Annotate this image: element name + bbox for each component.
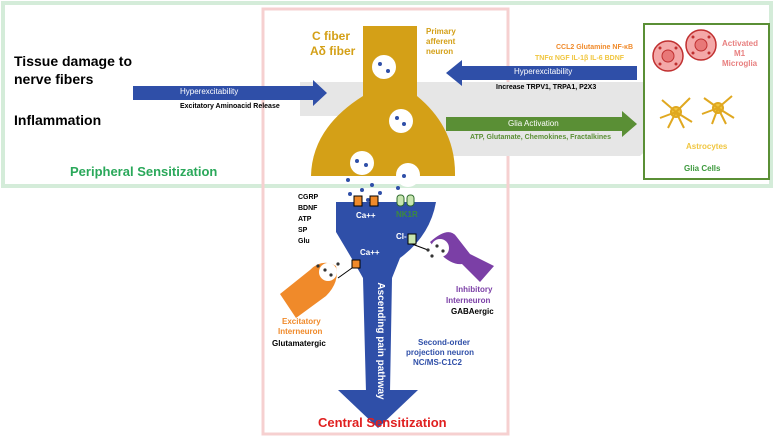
second-order-neuron [336,202,436,392]
nk1r-receptor [396,194,405,207]
cytokines-label-2: TNFα NGF IL-1β IL-6 BDNF [535,55,625,62]
nk1r-receptor [406,194,415,207]
ascending-pain-pathway-label: Ascending pain pathway [375,282,386,400]
hyperexcitability-right-label: Hyperexcitability [514,67,573,76]
excitatory-label-1: Excitatory [282,317,321,326]
mediator-label: CGRP [298,194,319,201]
astrocyte-cell [701,95,735,125]
inhibitory-label-3: GABAergic [451,307,494,316]
vesicle [372,55,396,79]
inhibitory-label-2: Interneuron [446,296,491,305]
nk1r-label: NK1R [396,210,418,219]
primary-afferent-label-3: neuron [426,47,454,56]
vesicle [396,163,420,187]
astrocytes-label: Astrocytes [686,142,728,151]
mediator-label: BDNF [298,205,318,212]
inflammation-label: Inflammation [14,112,102,128]
ascending-arrow-head [338,390,418,428]
increase-trp-label: Increase TRPV1, TRPA1, P2X3 [496,84,597,91]
astrocyte-cell [659,97,693,129]
glia-activation-label: Glia Activation [508,119,559,128]
cytokines-label-1: CCL2 Glutamine NF-κB [556,44,634,51]
mediator-label: ATP [298,216,312,223]
hyperexcitability-arrow-left [133,80,327,106]
excitatory-release-label: Excitatory Aminoacid Release [180,103,280,110]
calcium-label-2: Ca++ [360,248,380,257]
glia-release-label: ATP, Glutamate, Chemokines, Fractalkines [470,134,611,141]
microglia-cell [652,40,684,72]
chloride-label: Cl- [396,232,407,241]
calcium-channel [353,195,363,207]
activated-label-2: M1 [734,49,746,58]
glia-activation-arrow [446,111,637,137]
inhibitory-interneuron [426,232,494,282]
excitatory-interneuron [280,262,340,318]
vesicle [350,151,374,175]
calcium-label-1: Ca++ [356,211,376,220]
released-transmitter-dots [346,178,400,202]
microglia-cell [685,29,717,61]
calcium-channel-2 [351,259,361,269]
peripheral-sensitization-box [1,1,773,188]
activated-label-3: Microglia [722,59,758,68]
mediator-label: SP [298,227,308,234]
chloride-channel [407,233,417,245]
tissue-damage-label-2: nerve fibers [14,71,94,87]
glia-cells-label: Glia Cells [684,164,721,173]
primary-afferent-label-2: afferent [426,37,456,46]
second-order-label-2: projection neuron [406,348,474,357]
hyperexcitability-left-label: Hyperexcitability [180,87,239,96]
primary-afferent-label-1: Primary [426,27,456,36]
excitatory-label-3: Glutamatergic [272,339,326,348]
calcium-channel [369,195,379,207]
second-order-label-1: Second-order [418,338,471,347]
peripheral-sensitization-label: Peripheral Sensitization [70,164,218,179]
central-sensitization-label: Central Sensitization [318,415,447,430]
tissue-damage-label-1: Tissue damage to [14,53,133,69]
excitatory-label-2: Interneuron [278,327,323,336]
central-sensitization-box [261,7,510,436]
a-delta-fiber-label: Aδ fiber [310,44,356,58]
inhibitory-label-1: Inhibitory [456,285,493,294]
vesicle [389,109,413,133]
second-order-label-3: NC/MS-C1C2 [413,358,462,367]
primary-afferent-neuron [311,26,456,176]
gaba-label: Gaba [417,257,435,264]
hyperexcitability-arrow-right [446,60,637,86]
activated-label-1: Activated [722,39,759,48]
mediator-label: Glu [298,238,310,245]
c-fiber-label: C fiber [312,29,351,43]
